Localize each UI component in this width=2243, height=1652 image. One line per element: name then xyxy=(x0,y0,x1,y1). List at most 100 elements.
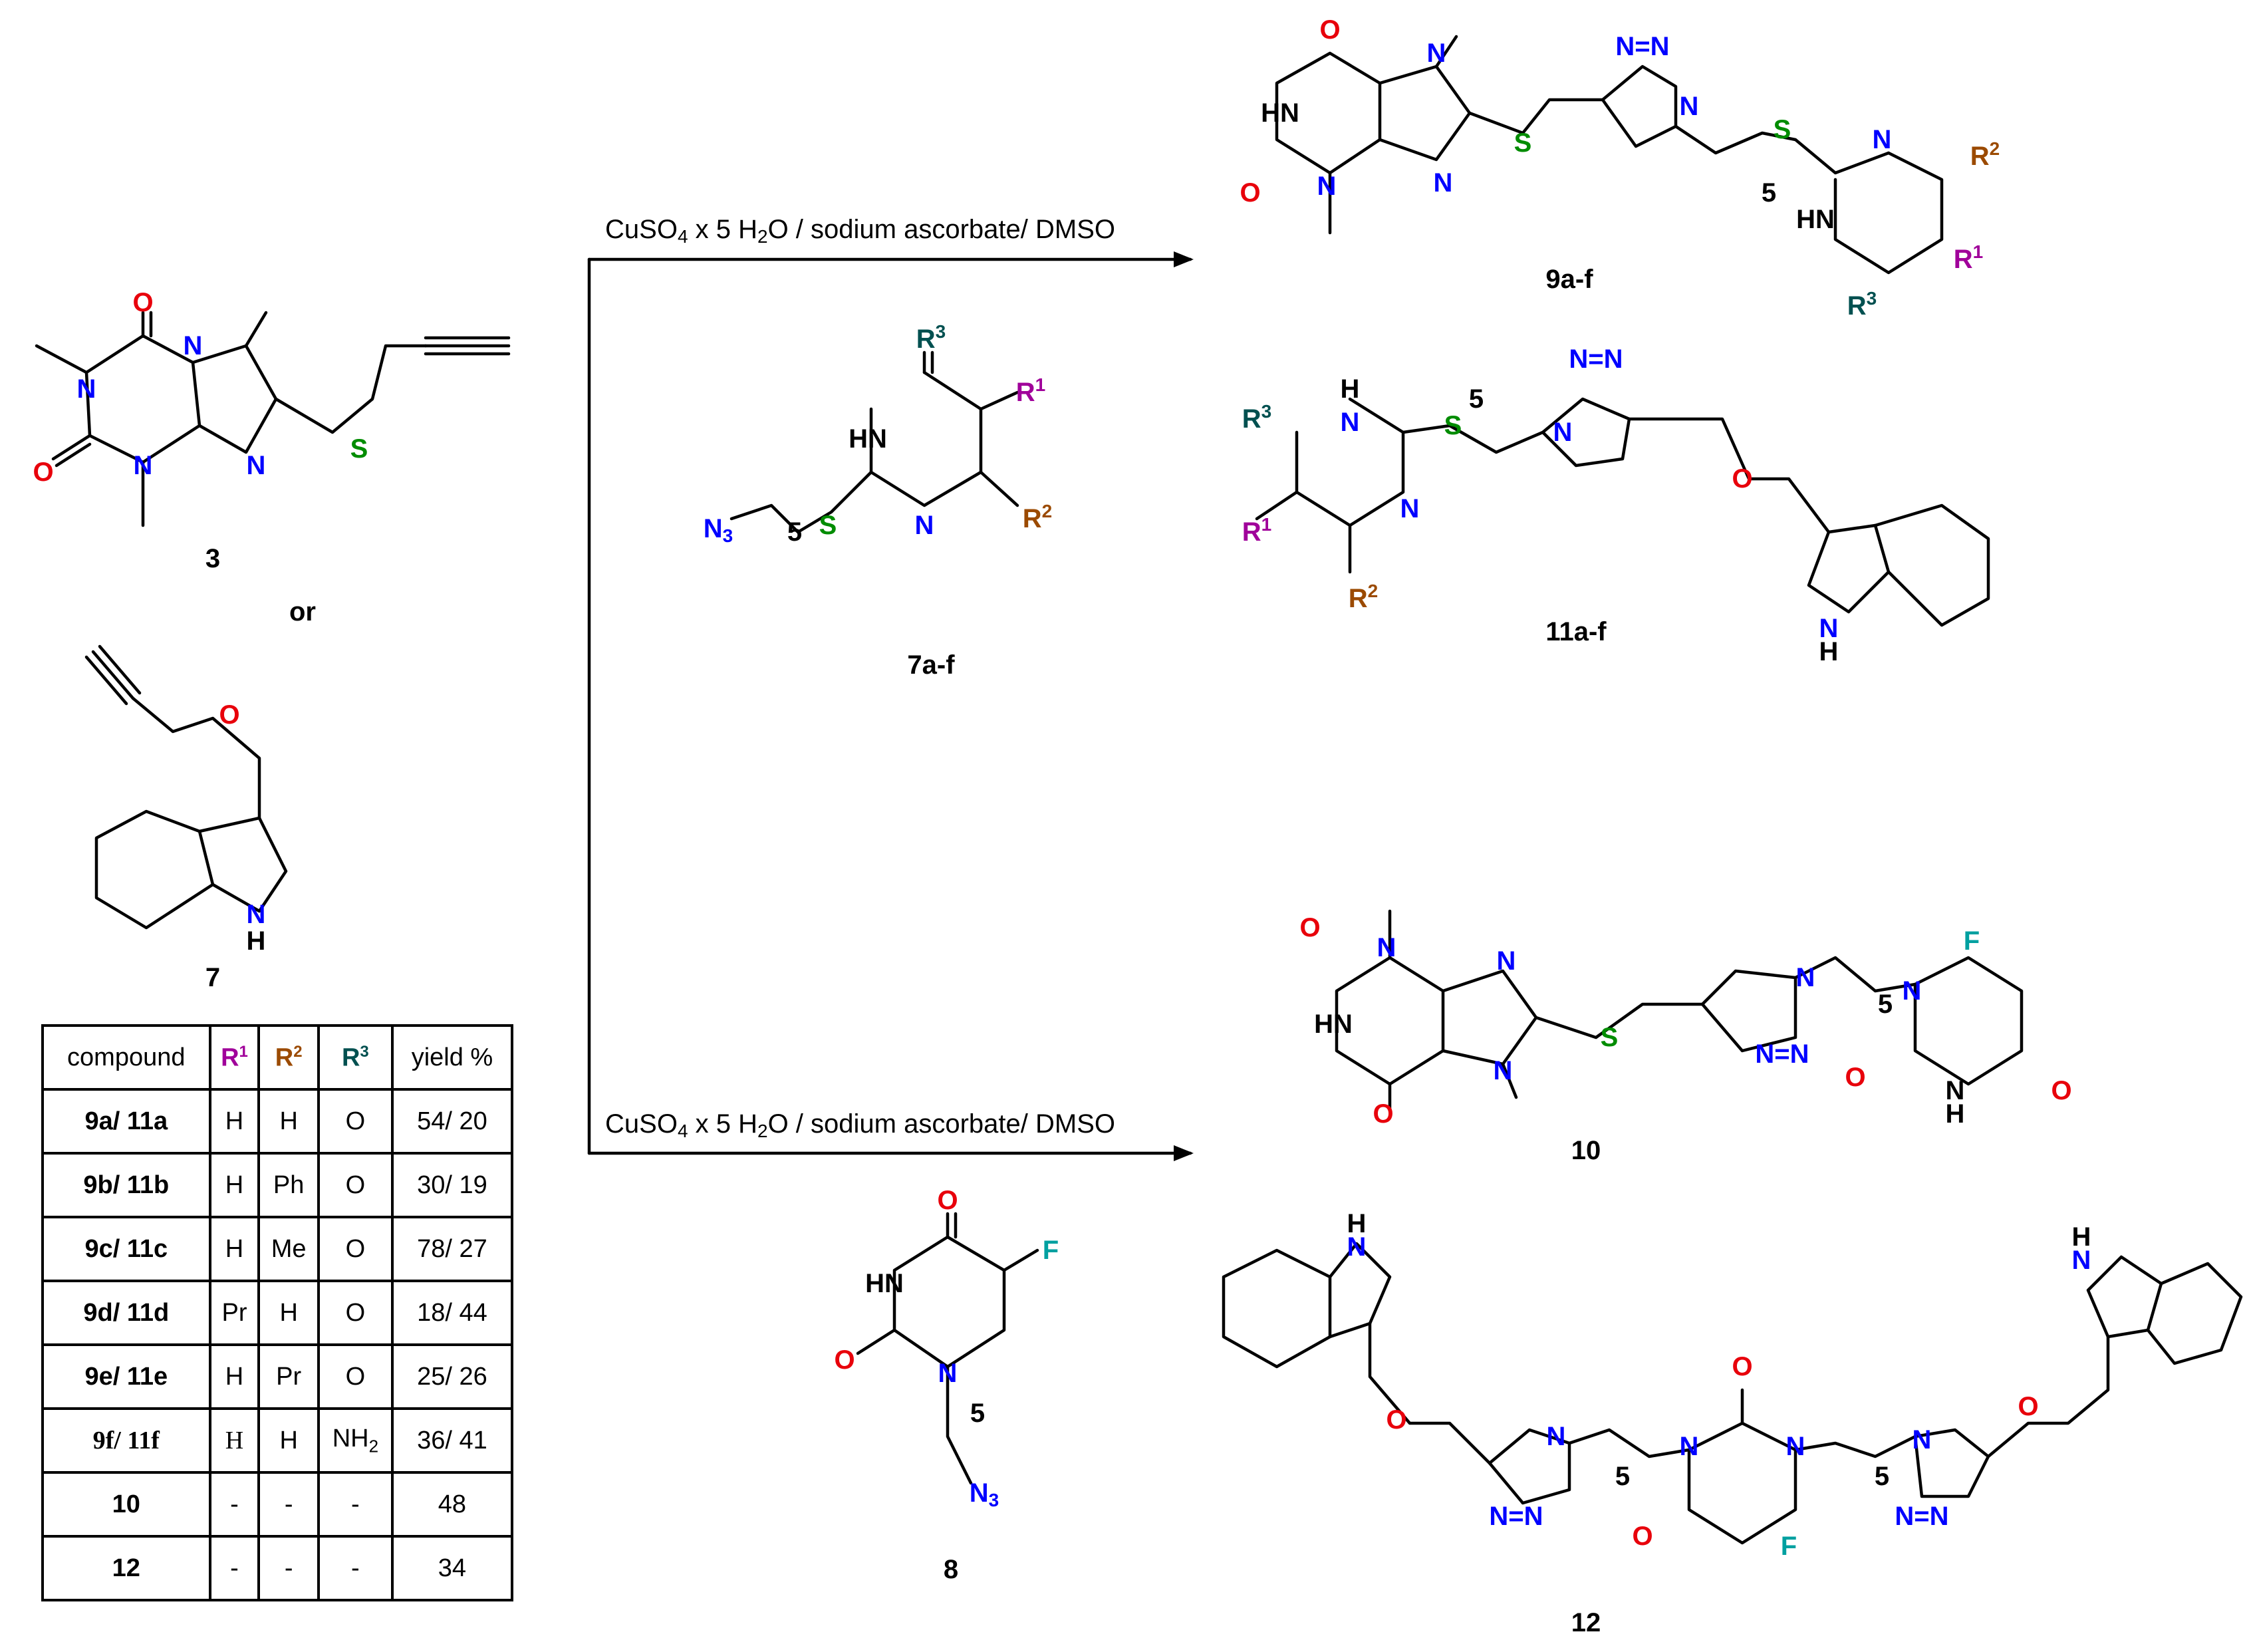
conditions-top: CuSO4 x 5 H2O / sodium ascorbate/ DMSO xyxy=(605,215,1115,247)
table-row: 9a/ 11a H H O 54/ 20 xyxy=(41,1088,514,1155)
compound-12-structure xyxy=(1222,1242,2243,1545)
svg-text:HN: HN xyxy=(1261,98,1299,128)
table-cell: 30/ 19 xyxy=(390,1152,514,1218)
table-cell: O xyxy=(317,1088,394,1155)
svg-text:R3: R3 xyxy=(1242,401,1271,434)
label-compound-7: 7 xyxy=(205,963,220,992)
table-row: 9e/ 11e H Pr O 25/ 26 xyxy=(41,1343,514,1410)
svg-text:N: N xyxy=(938,1359,958,1388)
svg-text:5: 5 xyxy=(1875,1462,1889,1491)
svg-text:S: S xyxy=(1601,1023,1619,1052)
table-cell: 9e/ 11e xyxy=(41,1343,211,1410)
label-compound-3: 3 xyxy=(205,544,220,573)
svg-text:N: N xyxy=(247,900,266,929)
svg-text:N: N xyxy=(1547,1422,1566,1451)
svg-text:S: S xyxy=(1514,128,1532,158)
table-row: 10 - - - 48 xyxy=(41,1471,514,1538)
svg-text:N: N xyxy=(1946,1076,1965,1105)
table-cell: 9b/ 11b xyxy=(41,1152,211,1218)
header-compound: compound xyxy=(41,1024,211,1091)
table-cell: 25/ 26 xyxy=(390,1343,514,1410)
svg-text:R3: R3 xyxy=(916,321,946,354)
svg-text:S: S xyxy=(350,434,368,464)
svg-text:CuSO4 x 5 H2O / sodium ascorba: CuSO4 x 5 H2O / sodium ascorbate/ DMSO xyxy=(605,1109,1115,1141)
svg-text:N: N xyxy=(1497,946,1516,976)
svg-text:O: O xyxy=(1240,178,1260,207)
compound-7af-structure xyxy=(729,350,1019,534)
svg-text:O: O xyxy=(1732,1352,1752,1381)
svg-text:H: H xyxy=(1347,1209,1367,1238)
table-cell: 9c/ 11c xyxy=(41,1216,211,1282)
svg-text:S: S xyxy=(1774,115,1791,144)
svg-text:5: 5 xyxy=(787,517,802,547)
svg-text:H: H xyxy=(1946,1099,1965,1129)
table-row: 9b/ 11b H Ph O 30/ 19 xyxy=(41,1152,514,1218)
table-cell: O xyxy=(317,1343,394,1410)
svg-text:HN: HN xyxy=(849,424,887,454)
table-cell: - xyxy=(317,1535,394,1601)
table-cell: H xyxy=(208,1152,261,1218)
svg-text:R3: R3 xyxy=(1847,288,1877,321)
table-cell: 18/ 44 xyxy=(390,1280,514,1346)
table-cell: 9f/ 11f xyxy=(41,1407,211,1474)
svg-text:N: N xyxy=(1913,1425,1932,1454)
compound-8-structure xyxy=(856,1212,1039,1485)
svg-text:O: O xyxy=(1319,15,1340,45)
svg-text:R1: R1 xyxy=(1016,374,1045,408)
svg-text:N=N: N=N xyxy=(1569,344,1623,374)
table-cell: Me xyxy=(257,1216,320,1282)
svg-text:R1: R1 xyxy=(1954,241,1983,275)
svg-text:N=N: N=N xyxy=(1895,1502,1948,1531)
label-or: or xyxy=(289,597,316,626)
svg-text:HN: HN xyxy=(1796,205,1835,234)
compound-11af-structure xyxy=(1255,397,1990,627)
label-compound-8: 8 xyxy=(944,1555,958,1584)
svg-text:H: H xyxy=(1341,374,1360,404)
svg-text:N: N xyxy=(1553,418,1573,447)
compound-3-atoms: O N N O N N S xyxy=(33,288,368,487)
label-compound-9af: 9a-f xyxy=(1545,265,1593,294)
table-cell: O xyxy=(317,1152,394,1218)
svg-text:5: 5 xyxy=(1469,384,1484,414)
yield-table: compound R1 R2 R3 yield % 9a/ 11a H H O … xyxy=(41,1024,514,1601)
compound-10-atoms: O N N HN O N S N N=N 5 N F O N H O xyxy=(1299,913,2071,1129)
svg-text:H: H xyxy=(1819,637,1839,666)
table-cell: 10 xyxy=(41,1471,211,1538)
svg-text:N: N xyxy=(1341,408,1360,437)
svg-text:H: H xyxy=(247,926,266,956)
svg-text:N=N: N=N xyxy=(1615,32,1669,61)
table-cell: 34 xyxy=(390,1535,514,1601)
svg-text:N: N xyxy=(2072,1246,2091,1275)
table-row: 9c/ 11c H Me O 78/ 27 xyxy=(41,1216,514,1282)
svg-text:N: N xyxy=(1903,976,1922,1006)
table-cell: NH2 xyxy=(317,1407,394,1474)
svg-text:N: N xyxy=(1434,168,1453,198)
table-cell: - xyxy=(208,1535,261,1601)
table-cell: 48 xyxy=(390,1471,514,1538)
svg-text:R2: R2 xyxy=(1970,138,2000,172)
svg-text:5: 5 xyxy=(1762,178,1776,207)
table-cell: H xyxy=(208,1216,261,1282)
table-cell: O xyxy=(317,1216,394,1282)
svg-text:N: N xyxy=(1347,1232,1367,1262)
label-compound-7af: 7a-f xyxy=(907,650,955,680)
table-cell: H xyxy=(208,1407,261,1474)
table-header-row: compound R1 R2 R3 yield % xyxy=(41,1024,514,1091)
svg-text:5: 5 xyxy=(1615,1462,1630,1491)
svg-text:N: N xyxy=(1317,172,1337,201)
table-row: 12 - - - 34 xyxy=(41,1535,514,1601)
compound-7af-atoms: R3 R1 R2 HN N S N3 5 xyxy=(704,321,1052,547)
table-cell: H xyxy=(208,1088,261,1155)
svg-text:F: F xyxy=(1043,1236,1059,1265)
label-compound-11af: 11a-f xyxy=(1545,617,1607,646)
table-cell: O xyxy=(317,1280,394,1346)
svg-text:O: O xyxy=(2051,1076,2071,1105)
compound-7-atoms: O N H xyxy=(219,700,265,956)
compound-12-atoms: H N O N N=N 5 N O N O F 5 N N=N O H N xyxy=(1347,1209,2091,1561)
svg-text:R2: R2 xyxy=(1349,581,1378,614)
svg-text:O: O xyxy=(834,1345,855,1375)
svg-text:N: N xyxy=(1873,125,1892,154)
svg-text:N: N xyxy=(247,451,266,480)
table-cell: 12 xyxy=(41,1535,211,1601)
